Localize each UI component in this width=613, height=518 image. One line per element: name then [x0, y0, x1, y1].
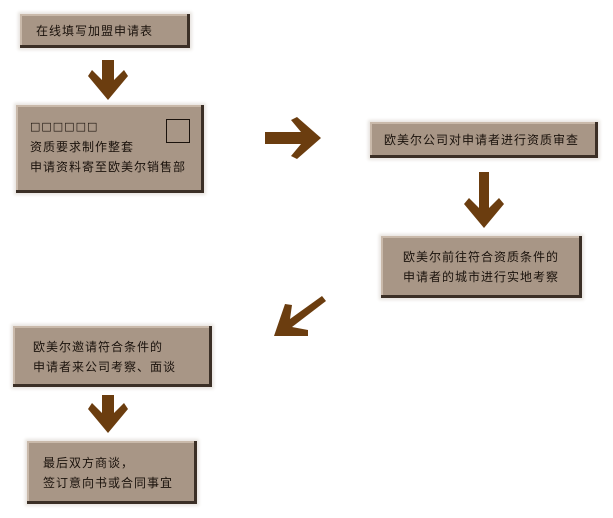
step-6-sign-agreement: 最后双方商谈， 签订意向书或合同事宜: [27, 441, 197, 504]
step-5-invite-interview: 欧美尔邀请符合条件的 申请者来公司考察、面谈: [13, 326, 212, 387]
step-3-text: 欧美尔公司对申请者进行资质审查: [384, 133, 580, 147]
arrow-right-icon: [265, 117, 321, 159]
step-5-line-1: 欧美尔邀请符合条件的: [33, 339, 164, 354]
step-3-qualification-review: 欧美尔公司对申请者进行资质审查: [370, 122, 598, 158]
step-6-line-2: 签订意向书或合同事宜: [43, 475, 174, 490]
step-2-header: □□□□□□: [30, 120, 99, 133]
step-4-site-inspection: 欧美尔前往符合资质条件的 申请者的城市进行实地考察: [381, 236, 582, 298]
step-6-line-1: 最后双方商谈，: [43, 455, 135, 470]
arrow-down-icon: [88, 60, 128, 100]
step-2-mail-documents: □□□□□□ 资质要求制作整套 申请资料寄至欧美尔销售部: [16, 105, 204, 193]
step-4-line-2: 申请者的城市进行实地考察: [403, 270, 560, 284]
step-4-line-1: 欧美尔前往符合资质条件的: [403, 250, 560, 264]
step-5-line-2: 申请者来公司考察、面谈: [33, 359, 177, 374]
arrow-down-left-icon: [274, 296, 326, 336]
arrow-down-icon: [464, 172, 504, 228]
step-1-apply-online: 在线填写加盟申请表: [20, 14, 190, 48]
step-2-line-1: 资质要求制作整套: [30, 140, 135, 154]
stamp-box: [166, 119, 190, 143]
arrow-down-icon: [88, 395, 128, 433]
step-1-text: 在线填写加盟申请表: [36, 24, 154, 38]
step-2-line-2: 申请资料寄至欧美尔销售部: [30, 160, 187, 174]
